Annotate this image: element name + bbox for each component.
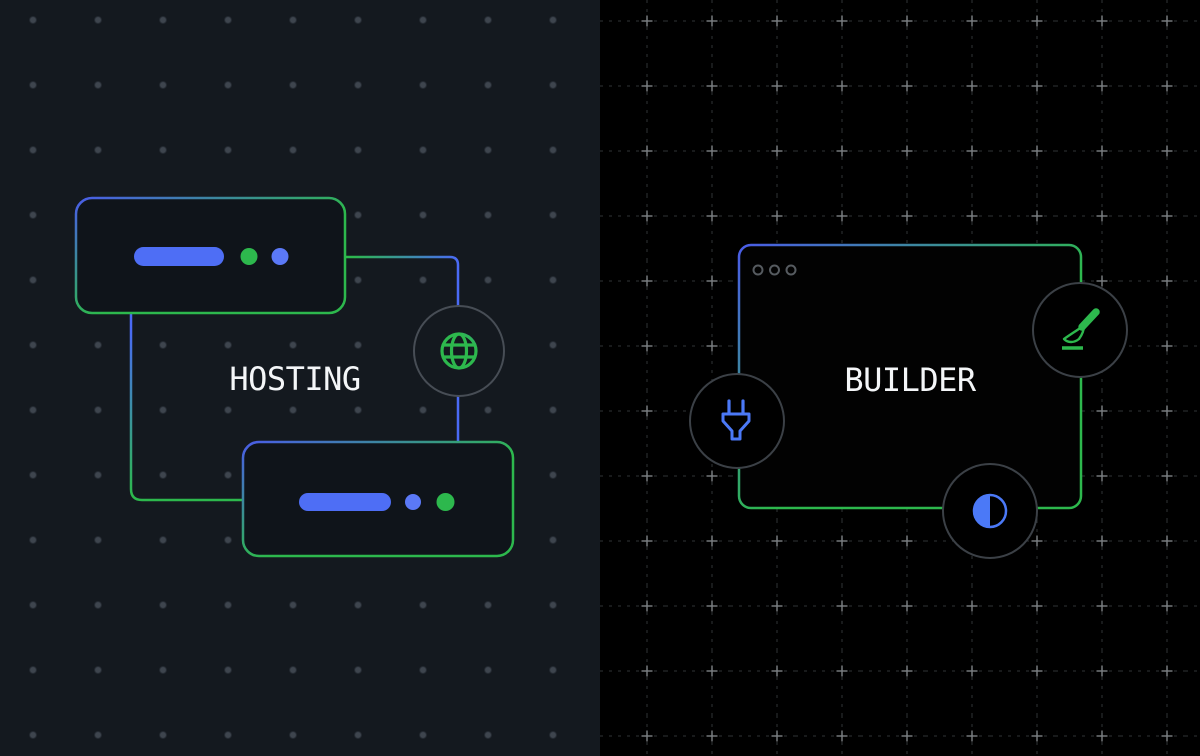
hosting-label: HOSTING (229, 360, 361, 398)
status-dot-green (436, 493, 455, 511)
traffic-light (752, 264, 764, 276)
badge-circle (689, 373, 785, 469)
globe-badge (413, 305, 505, 397)
paintbrush-badge (1032, 282, 1128, 378)
builder-panel: BUILDER (600, 0, 1200, 756)
globe-icon (440, 332, 478, 370)
connector-right (345, 255, 460, 442)
server-card-bottom (241, 440, 515, 558)
server-card-top (74, 196, 347, 315)
status-dot-blue (271, 248, 289, 265)
traffic-light (785, 264, 797, 276)
status-dot-blue (405, 494, 421, 510)
builder-label: BUILDER (844, 361, 976, 399)
plug-badge (689, 373, 785, 469)
hosting-diagram (74, 196, 515, 558)
contrast-icon (972, 493, 1008, 529)
traffic-light (769, 264, 780, 276)
plug-icon (721, 399, 751, 441)
server-bar (299, 493, 391, 511)
badge-circle (413, 305, 505, 397)
connector-left (129, 313, 243, 502)
builder-diagram (600, 0, 1200, 756)
contrast-badge (942, 463, 1038, 559)
traffic-lights (752, 264, 797, 276)
hosting-panel: HOSTING (0, 0, 600, 756)
paintbrush-icon (1062, 308, 1100, 350)
server-bar (134, 247, 224, 266)
status-dot-green (240, 248, 258, 265)
